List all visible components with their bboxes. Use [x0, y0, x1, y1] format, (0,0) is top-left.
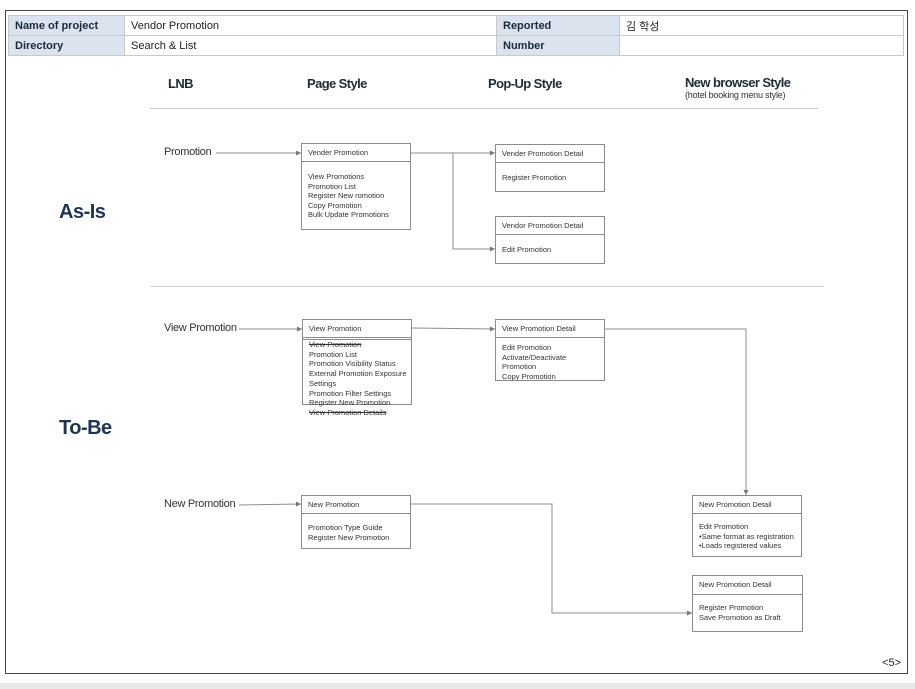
- asis-page-box: Vender Promotion View Promotions Promoti…: [301, 143, 411, 230]
- box-item: View Promotion: [309, 340, 362, 349]
- box-item: Promotion List: [309, 349, 357, 359]
- box-item: Bulk Update Promotions: [308, 210, 389, 220]
- number-label: Number: [496, 35, 620, 56]
- box-title: Vender Promotion Detail: [496, 145, 604, 163]
- box-title: New Promotion Detail: [693, 576, 802, 595]
- box-item: •Loads registered values: [699, 541, 782, 551]
- box-body: Register Promotion: [496, 163, 604, 185]
- box-item: Edit Promotion: [502, 343, 552, 352]
- box-title: New Promotion Detail: [693, 496, 801, 514]
- box-title: View Promotion Detail: [496, 320, 604, 338]
- box-item: External Promotion Exposure: [309, 369, 407, 379]
- number-value: [619, 35, 904, 56]
- box-item: •Same format as registration: [699, 531, 794, 541]
- box-body: View Promotion Promotion List Promotion …: [303, 340, 411, 420]
- column-header-page-style: Page Style: [307, 76, 367, 91]
- lnb-item-new-promotion: New Promotion: [164, 498, 236, 510]
- box-body: Edit Promotion •Same format as registrat…: [693, 514, 801, 553]
- box-item: Edit Promotion: [502, 245, 552, 254]
- box-title: View Promotion: [303, 320, 411, 340]
- box-item: Register Promotion: [699, 603, 764, 612]
- directory-value: Search & List: [124, 35, 497, 56]
- box-item: Settings: [309, 378, 337, 388]
- section-divider: [150, 286, 824, 287]
- asis-popup-box-2: Vendor Promotion Detail Edit Promotion: [495, 216, 605, 264]
- arrow-asis-page-to-popup2: [452, 153, 495, 252]
- tobe-browser-box-1: New Promotion Detail Edit Promotion •Sam…: [692, 495, 802, 557]
- box-body: Promotion Type Guide Register New Promot…: [302, 514, 410, 544]
- project-info-row: Directory Search & List Number: [8, 35, 904, 56]
- box-item: Edit Promotion: [699, 522, 749, 531]
- box-item: Copy Promotion: [502, 371, 556, 381]
- box-body: Edit Promotion: [496, 235, 604, 257]
- box-title: New Promotion: [302, 496, 410, 514]
- section-label-as-is: As-Is: [59, 201, 106, 223]
- tobe-view-page-box: View Promotion View Promotion Promotion …: [302, 319, 412, 417]
- box-item: Promotion Type Guide: [308, 523, 383, 532]
- box-body: Edit Promotion Activate/Deactivate Promo…: [496, 338, 604, 383]
- box-item: Promotion List: [308, 181, 356, 191]
- box-item: Register New Promotion: [308, 532, 390, 542]
- slide-frame: [5, 10, 908, 674]
- box-item: Promotion: [502, 362, 537, 372]
- tobe-view-popup-box: View Promotion Detail Edit Promotion Act…: [495, 319, 605, 381]
- box-item: Register New Promotion: [309, 398, 391, 408]
- column-subheader-browser: (hotel booking menu style): [685, 90, 786, 100]
- box-item: Promotion Filter Settings: [309, 388, 392, 398]
- box-item: View Promotion Details: [309, 407, 387, 417]
- asis-popup-box-1: Vender Promotion Detail Register Promoti…: [495, 144, 605, 192]
- arrow-lnb-to-new-page: [238, 501, 302, 507]
- directory-label: Directory: [8, 35, 125, 56]
- lnb-item-view-promotion: View Promotion: [164, 322, 237, 334]
- arrow-view-popup-to-browser: [605, 328, 749, 495]
- box-body: Register Promotion Save Promotion as Dra…: [693, 595, 802, 624]
- bottom-scroll-strip: [0, 683, 915, 689]
- arrow-new-page-to-browser: [411, 503, 692, 616]
- lnb-item-promotion: Promotion: [164, 146, 212, 158]
- project-info-table: Name of project Vendor Promotion Reporte…: [8, 15, 904, 56]
- column-header-popup-style: Pop-Up Style: [488, 76, 562, 91]
- arrow-view-page-to-popup: [411, 326, 496, 332]
- column-header-new-browser-style: New browser Style: [685, 75, 791, 90]
- page-number: <5>: [882, 657, 901, 669]
- box-item: Register Promotion: [502, 173, 567, 182]
- reported-value: 김 학성: [619, 15, 904, 36]
- header-divider: [150, 108, 818, 109]
- tobe-new-page-box: New Promotion Promotion Type Guide Regis…: [301, 495, 411, 549]
- section-label-to-be: To-Be: [59, 417, 112, 439]
- project-info-row: Name of project Vendor Promotion Reporte…: [8, 15, 904, 36]
- box-body: View Promotions Promotion List Register …: [302, 162, 410, 222]
- column-header-lnb: LNB: [168, 76, 194, 91]
- tobe-browser-box-2: New Promotion Detail Register Promotion …: [692, 575, 803, 632]
- box-item: Activate/Deactivate: [502, 352, 567, 362]
- box-item: Register New romotion: [308, 191, 385, 201]
- box-item: Promotion Visibility Status: [309, 359, 396, 369]
- box-item: Save Promotion as Draft: [699, 612, 781, 622]
- box-title: Vendor Promotion Detail: [496, 217, 604, 235]
- box-item: View Promotions: [308, 172, 365, 181]
- box-item: Copy Promotion: [308, 200, 362, 210]
- name-of-project-label: Name of project: [8, 15, 125, 36]
- box-title: Vender Promotion: [302, 144, 410, 162]
